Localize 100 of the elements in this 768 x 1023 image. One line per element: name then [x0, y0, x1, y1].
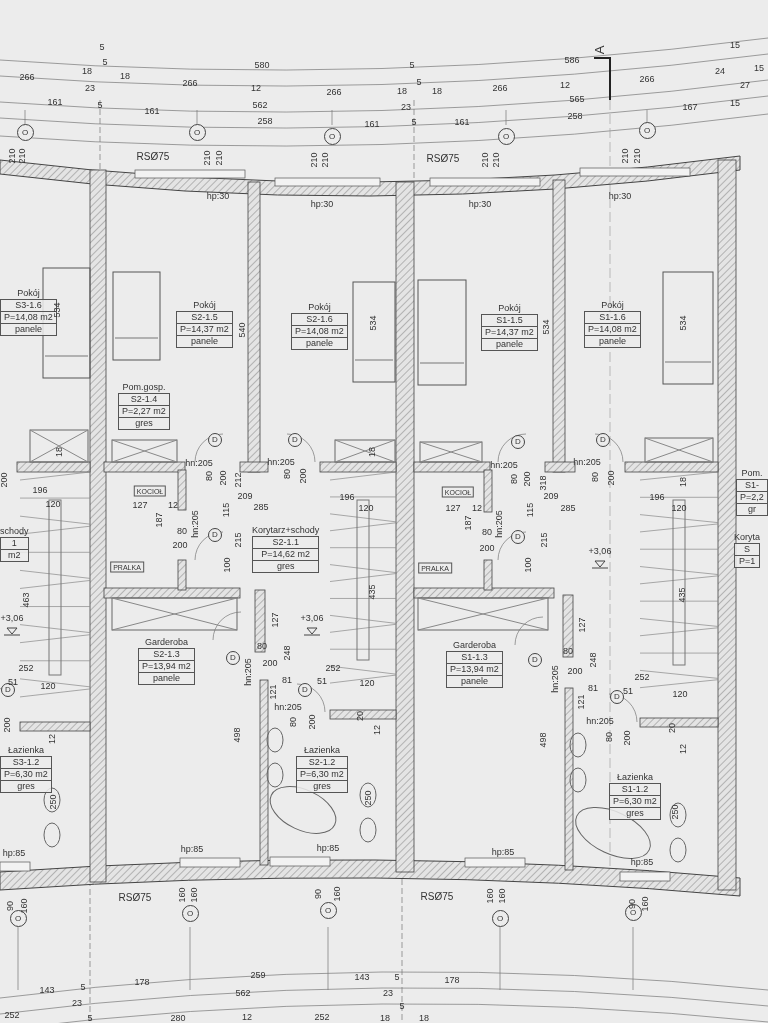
- dimension-label: 100: [523, 557, 533, 573]
- dimension-label: 18: [82, 66, 92, 76]
- dimension-label: 266: [326, 87, 342, 97]
- dimension-label: 80: [604, 732, 614, 742]
- dimension-label: 161: [47, 97, 63, 107]
- dimension-label: 187: [154, 512, 164, 528]
- dimension-label: 160: [332, 886, 342, 902]
- dimension-label: 15: [730, 98, 740, 108]
- dimension-label: 12: [560, 80, 570, 90]
- dimension-label: 285: [560, 503, 576, 513]
- dimension-label: 435: [367, 584, 377, 600]
- dimension-label: 200: [606, 470, 616, 486]
- dimension-label: 18: [419, 1013, 429, 1023]
- dimension-label: 120: [672, 689, 688, 699]
- dimension-label: 5: [399, 1001, 405, 1011]
- room-area: P=14,08 m2: [584, 324, 641, 336]
- dimension-label: 210: [214, 150, 224, 166]
- dimension-label: 200: [2, 717, 12, 733]
- dimension-label: 250: [363, 790, 373, 806]
- door-mark: D: [596, 433, 610, 447]
- sill-height-label: hp:30: [310, 199, 334, 209]
- dimension-label: 210: [620, 148, 630, 164]
- dimension-label: 250: [670, 804, 680, 820]
- room-code: S1-1.3: [446, 651, 503, 664]
- door-mark: D: [511, 530, 525, 544]
- dimension-label: 200: [262, 658, 278, 668]
- dimension-label: 210: [7, 148, 17, 164]
- room-name: Pokój: [307, 302, 332, 313]
- level-mark: +3,06: [300, 613, 324, 623]
- room-code: S2-1.6: [291, 313, 348, 326]
- room-area: P=1: [734, 556, 760, 568]
- axis-marker: O: [181, 904, 199, 922]
- dimension-label: 200: [522, 471, 532, 487]
- room-code: S3-1.2: [0, 756, 52, 769]
- dimension-label: 167: [682, 102, 698, 112]
- dimension-label: 18: [397, 86, 407, 96]
- dimension-label: 215: [539, 532, 549, 548]
- dimension-label: 80: [257, 641, 267, 651]
- dimension-label: 248: [588, 652, 598, 668]
- dimension-label: 266: [19, 72, 35, 82]
- dimension-label: 178: [444, 975, 460, 985]
- sill-height-label: hp:85: [2, 848, 26, 858]
- dimension-label: 252: [4, 1010, 20, 1020]
- room-code: S1-1.5: [481, 314, 538, 327]
- dimension-label: 18: [367, 447, 377, 457]
- room-code: S1-: [736, 479, 768, 492]
- dimension-label: 23: [401, 102, 411, 112]
- sill-height-label: hp:85: [630, 857, 654, 867]
- dimension-label: 200: [567, 666, 583, 676]
- dimension-label: 252: [325, 663, 341, 673]
- dimension-label: 259: [250, 970, 266, 980]
- radiator-label: RSØ75: [118, 893, 152, 903]
- room-area: P=14,62 m2: [252, 549, 320, 561]
- door-mark: D: [298, 683, 312, 697]
- floor-finish: panele: [446, 676, 503, 688]
- dimension-label: 210: [632, 148, 642, 164]
- dimension-label: 210: [491, 152, 501, 168]
- dimension-label: 196: [339, 492, 355, 502]
- room-name: Łazienka: [615, 772, 654, 783]
- dimension-label: 12: [242, 1012, 252, 1022]
- dimension-label: 161: [364, 119, 380, 129]
- door-mark: D: [226, 651, 240, 665]
- dimension-label: 12: [168, 500, 178, 510]
- dimension-label: 12: [372, 725, 382, 735]
- dimension-label: 127: [577, 617, 587, 633]
- dimension-label: 562: [252, 100, 268, 110]
- dimension-label: 285: [253, 502, 269, 512]
- sill-height-label: hp:85: [316, 843, 340, 853]
- dimension-label: 100: [222, 557, 232, 573]
- dimension-label: 81: [588, 683, 598, 693]
- dimension-label: 20: [667, 723, 677, 733]
- dimension-label: 80: [590, 472, 600, 482]
- dimension-label: 80: [177, 526, 187, 536]
- door-mark: D: [610, 690, 624, 704]
- floor-finish: gres: [118, 418, 170, 430]
- dimension-label: 210: [202, 150, 212, 166]
- dimension-label: 280: [170, 1013, 186, 1023]
- dimension-label: 27: [740, 80, 750, 90]
- dimension-label: 161: [144, 106, 160, 116]
- dimension-label: 435: [677, 587, 687, 603]
- dimension-label: 23: [72, 998, 82, 1008]
- dimension-label: 210: [480, 152, 490, 168]
- dimension-label: 127: [270, 612, 280, 628]
- dimension-label: 200: [622, 730, 632, 746]
- section-mark-label: A: [595, 45, 605, 55]
- dimension-label: 200: [479, 543, 495, 553]
- dimension-label: 120: [671, 503, 687, 513]
- floor-finish: gres: [0, 781, 52, 793]
- dimension-label: 18: [380, 1013, 390, 1023]
- dimension-label: 90: [313, 889, 323, 899]
- room-code: S2-1.4: [118, 393, 170, 406]
- dimension-label: 18: [54, 447, 64, 457]
- dimension-label: 209: [237, 491, 253, 501]
- dimension-label: 5: [102, 57, 108, 67]
- dimension-label: 196: [32, 485, 48, 495]
- room-name: Koryta: [734, 532, 760, 543]
- dimension-label: 12: [47, 734, 57, 744]
- dimension-label: 266: [639, 74, 655, 84]
- sill-height-label: hp:85: [491, 847, 515, 857]
- room-name: Garderoba: [451, 640, 497, 651]
